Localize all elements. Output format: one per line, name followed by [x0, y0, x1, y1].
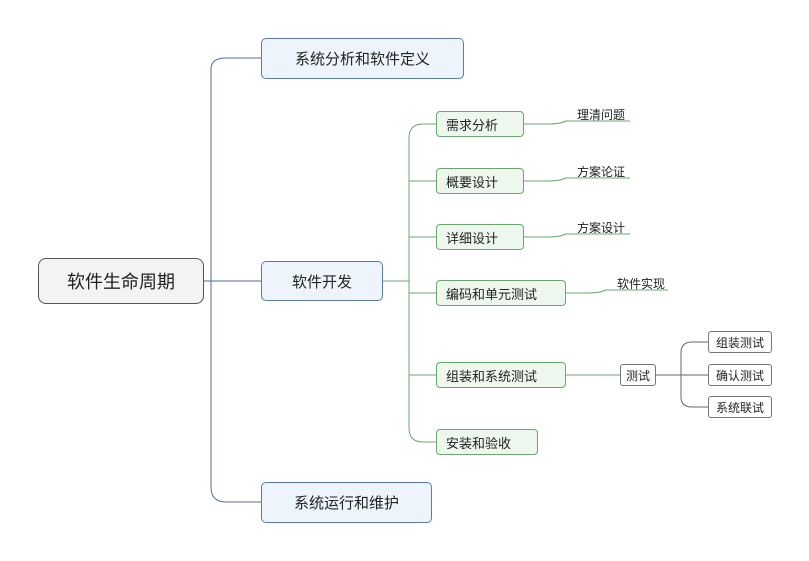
- root-node[interactable]: 软件生命周期: [38, 258, 204, 304]
- phase-operation-maintenance[interactable]: 系统运行和维护: [261, 482, 432, 523]
- step-requirements[interactable]: 需求分析: [436, 111, 524, 137]
- phase-system-analysis[interactable]: 系统分析和软件定义: [261, 38, 464, 79]
- note-software-implementation[interactable]: 软件实现: [617, 276, 666, 291]
- step-outline-design[interactable]: 概要设计: [436, 168, 524, 194]
- note-plan-design[interactable]: 方案设计: [577, 220, 626, 235]
- test-node[interactable]: 测试: [620, 364, 656, 386]
- step-detail-design[interactable]: 详细设计: [436, 224, 524, 250]
- note-clarify-problem[interactable]: 理清问题: [577, 107, 626, 122]
- test-system-joint[interactable]: 系统联试: [708, 396, 772, 418]
- note-plan-proof[interactable]: 方案论证: [577, 164, 626, 179]
- step-install-acceptance[interactable]: 安装和验收: [436, 429, 538, 455]
- note-connectors: [524, 120, 668, 376]
- root-connector: [204, 57, 261, 503]
- test-connectors: [656, 341, 708, 408]
- dev-connector: [383, 123, 436, 443]
- step-coding-unit-test[interactable]: 编码和单元测试: [436, 280, 566, 306]
- step-integration-system-test[interactable]: 组装和系统测试: [436, 362, 566, 388]
- test-confirmation[interactable]: 确认测试: [708, 364, 772, 386]
- test-assembly[interactable]: 组装测试: [708, 331, 772, 353]
- phase-software-development[interactable]: 软件开发: [261, 261, 383, 301]
